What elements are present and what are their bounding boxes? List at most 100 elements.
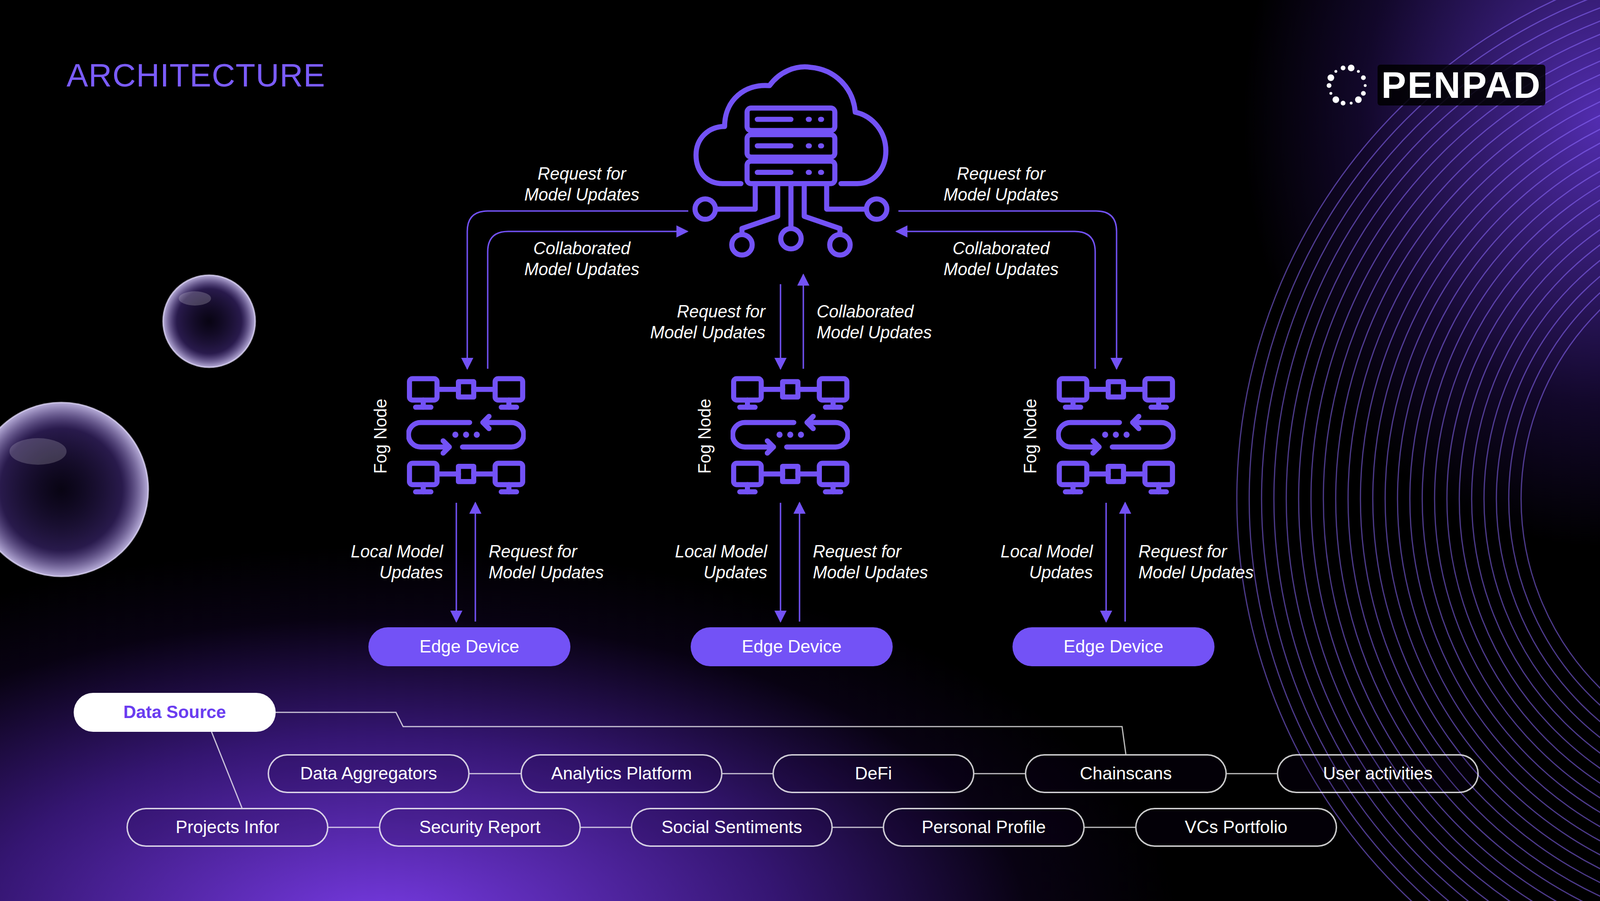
fog-node-label: Fog Node — [694, 375, 724, 498]
pill-label: DeFi — [854, 763, 892, 785]
pill-label: VCs Portfolio — [1185, 817, 1288, 839]
arrow-label: Collaborated Model Updates — [936, 238, 1066, 280]
flow-arrow — [455, 502, 458, 622]
logo-dot — [1357, 69, 1360, 73]
cloud-link — [467, 211, 689, 369]
link-line — [722, 773, 773, 775]
logo-dot — [1348, 64, 1355, 72]
link-line — [1084, 827, 1136, 829]
fog-node: Fog Node — [1020, 375, 1178, 498]
data-source-item: Projects Infor — [126, 808, 329, 848]
arc-line — [1261, 0, 1600, 901]
logo-dot — [1332, 96, 1340, 104]
arrow-label: Request for Model Updates — [936, 163, 1066, 206]
cloud-link — [487, 231, 688, 369]
arc-line — [1273, 0, 1600, 901]
fog-node-label: Fog Node — [370, 375, 400, 498]
logo-dot — [1360, 75, 1366, 81]
fog-node-icon — [1058, 378, 1174, 492]
arrow-label: Local Model Updates — [964, 541, 1093, 584]
link-line — [328, 827, 379, 829]
arrow-label: Local Model Updates — [314, 541, 444, 584]
arc-line — [1496, 208, 1600, 791]
bubbles — [0, 275, 256, 577]
cloud-link — [896, 231, 1096, 369]
arc-line — [1459, 171, 1600, 828]
flow-arrow — [780, 502, 782, 622]
link-line — [275, 712, 1127, 755]
edge-device-pill: Edge Device — [1012, 627, 1215, 667]
fog-node-label: Fog Node — [1020, 375, 1050, 498]
data-source-pill: Data Source — [73, 693, 276, 733]
logo-dot — [1340, 100, 1346, 106]
cloud-links — [467, 211, 1117, 369]
pill-label: User activities — [1322, 763, 1433, 785]
link-line — [974, 773, 1025, 775]
pill-label: Analytics Platform — [550, 763, 692, 785]
arrow-label: Collaborated Model Updates — [816, 301, 945, 344]
logo-dot — [1349, 101, 1353, 105]
data-source-item: Analytics Platform — [520, 754, 723, 794]
arc-line — [1434, 146, 1600, 852]
logo-dot — [1326, 83, 1332, 88]
arrow-label: Local Model Updates — [638, 541, 768, 584]
pill-label: Edge Device — [419, 636, 520, 658]
cloud-link — [802, 274, 805, 369]
logo-icon — [1326, 64, 1367, 106]
pill-label: Projects Infor — [175, 817, 280, 839]
arrow-label: Collaborated Model Updates — [517, 238, 646, 280]
data-source-item: User activities — [1276, 754, 1479, 794]
arc-line — [1236, 0, 1600, 901]
arrow-label: Request for Model Updates — [812, 541, 942, 584]
pill-label: Data Aggregators — [300, 763, 438, 785]
bubble — [0, 402, 149, 577]
brand-logo: PENPAD — [1377, 64, 1546, 106]
data-source-item: Personal Profile — [882, 808, 1085, 848]
arc-line — [1249, 0, 1600, 901]
flow-arrow — [474, 502, 477, 622]
arrow-label: Request for Model Updates — [636, 301, 766, 344]
data-source-item: Data Aggregators — [267, 754, 470, 794]
link-line — [832, 827, 883, 829]
flow-arrow — [1105, 502, 1108, 622]
cloud-server-icon — [694, 67, 887, 256]
arc-lines — [1236, 0, 1600, 901]
logo-dot — [1363, 84, 1367, 87]
edge-device-pill: Edge Device — [690, 627, 893, 667]
bubble-shine — [178, 291, 212, 306]
arc-line — [1484, 195, 1600, 803]
arrow-label: Request for Model Updates — [517, 163, 646, 206]
flow-arrow — [799, 502, 801, 622]
link-line — [211, 732, 242, 809]
bubble — [163, 275, 256, 368]
cloud-link — [780, 284, 782, 369]
data-source-item: DeFi — [772, 754, 975, 794]
logo-dot — [1327, 74, 1335, 82]
link-line — [1226, 773, 1277, 775]
pill-label: Data Source — [123, 702, 227, 723]
arrow-label: Request for Model Updates — [1138, 541, 1267, 584]
data-source-item: Social Sentiments — [630, 808, 833, 848]
data-source-item: Security Report — [378, 808, 581, 848]
data-source-item: Chainscans — [1024, 754, 1227, 794]
logo-dot — [1334, 69, 1338, 73]
fog-node: Fog Node — [694, 375, 852, 498]
diagram-title: ARCHITECTURE — [66, 58, 326, 92]
pill-label: Edge Device — [1063, 636, 1164, 658]
flow-arrow — [1124, 502, 1127, 622]
fog-node-icon — [408, 378, 524, 492]
fog-node-icon — [732, 378, 848, 492]
link-line — [580, 827, 631, 829]
data-source-item: VCs Portfolio — [1135, 808, 1338, 848]
arc-line — [1471, 183, 1600, 815]
pill-label: Chainscans — [1079, 763, 1172, 785]
logo-dot — [1329, 92, 1333, 96]
pill-label: Security Report — [419, 817, 541, 839]
arc-line — [1446, 158, 1600, 840]
pill-label: Edge Device — [742, 636, 842, 658]
logo-dot — [1355, 96, 1362, 104]
pill-label: Social Sentiments — [661, 817, 802, 839]
logo-dot — [1340, 65, 1346, 71]
link-line — [469, 773, 521, 775]
edge-device-pill: Edge Device — [368, 627, 571, 667]
